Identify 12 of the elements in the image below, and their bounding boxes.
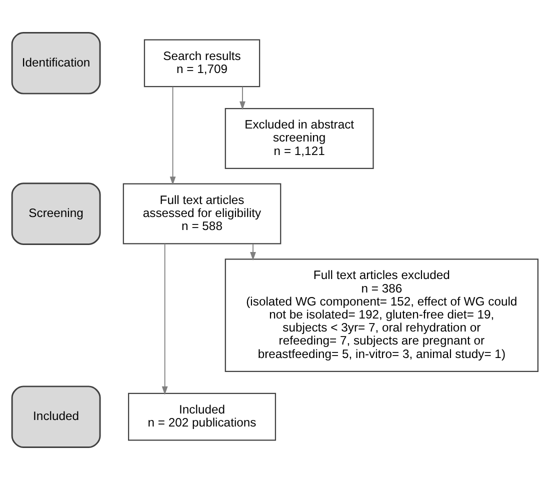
- node-box: Screening: [11, 182, 101, 245]
- arrow: [162, 243, 168, 395]
- node-box: Identification: [11, 32, 101, 94]
- arrow: [250, 244, 256, 260]
- node-box: Full text articles excluded n = 386 (isolated WG component= 152, effect of WG could not be isolated= 192, gluten-free diet= 19, subjects < 3yr= 7, oral rehydration or refeeding= 7, subjects are pregnant or breastfeeding= 5, in-vitro= 3, animal study= 1): [224, 258, 538, 372]
- node-box: Included n = 202 publications: [128, 392, 276, 441]
- node-box: Included: [11, 386, 101, 448]
- node-box: Excluded in abstract screening n = 1,121: [224, 108, 374, 169]
- node-box: Search results n = 1,709: [144, 39, 260, 88]
- arrow: [170, 86, 176, 186]
- node-box: Full text articles assessed for eligibility n = 588: [122, 183, 282, 244]
- arrow: [240, 86, 246, 110]
